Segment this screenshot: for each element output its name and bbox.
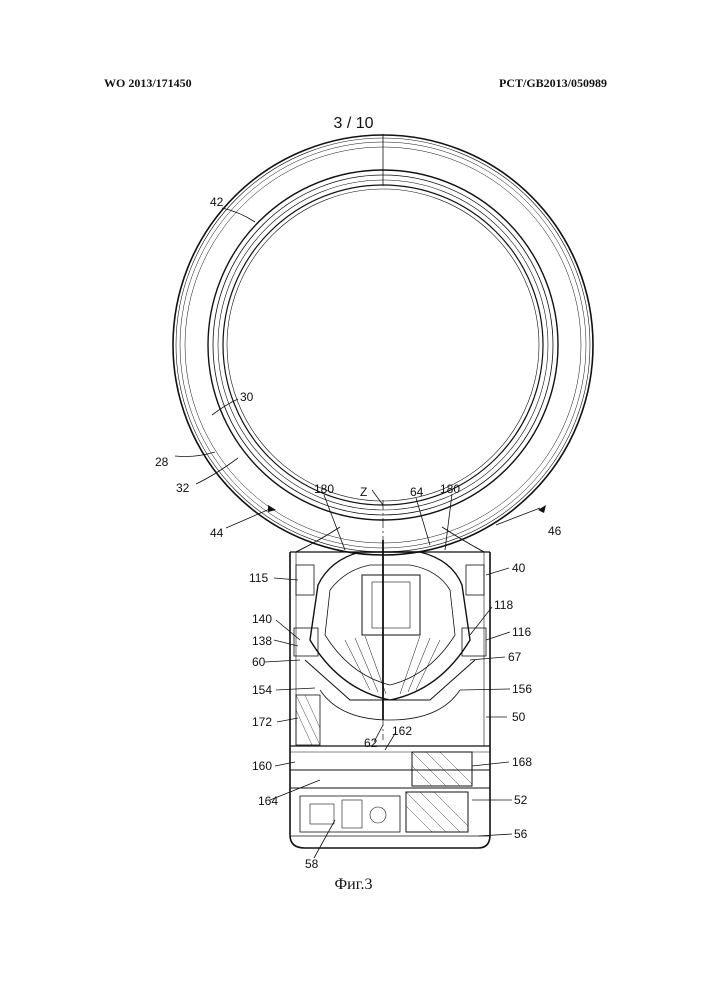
- label-116: 116: [512, 625, 531, 639]
- label-52: 52: [514, 793, 528, 807]
- label-138: 138: [252, 634, 272, 648]
- label-56: 56: [514, 827, 528, 841]
- label-40: 40: [512, 561, 526, 575]
- arrow-icon: [538, 505, 546, 513]
- label-160: 160: [252, 759, 272, 773]
- label-115: 115: [249, 571, 268, 585]
- label-172: 172: [252, 715, 272, 729]
- label-180-right: 180: [440, 482, 460, 496]
- label-180-left: 180: [314, 482, 334, 496]
- label-30: 30: [240, 390, 254, 404]
- nozzle-ring: [173, 134, 593, 555]
- label-32: 32: [176, 481, 190, 495]
- label-154: 154: [252, 683, 272, 697]
- label-118: 118: [494, 598, 513, 612]
- label-44: 44: [210, 526, 224, 540]
- label-164: 164: [258, 794, 278, 808]
- label-162: 162: [392, 724, 412, 738]
- leader-lines: [175, 208, 540, 858]
- label-46: 46: [548, 524, 562, 538]
- motor-housing: [294, 540, 486, 745]
- label-156: 156: [512, 682, 532, 696]
- figure-caption: Фиг.3: [0, 876, 707, 894]
- label-28: 28: [155, 455, 169, 469]
- label-z: Z: [360, 485, 367, 499]
- label-168: 168: [512, 755, 532, 769]
- label-140: 140: [252, 612, 272, 626]
- label-42: 42: [210, 195, 224, 209]
- label-64: 64: [410, 485, 424, 499]
- label-67: 67: [508, 650, 522, 664]
- label-50: 50: [512, 710, 526, 724]
- lower-compartments: [290, 746, 490, 836]
- label-60: 60: [252, 655, 266, 669]
- label-58: 58: [305, 857, 319, 871]
- label-62: 62: [364, 736, 378, 750]
